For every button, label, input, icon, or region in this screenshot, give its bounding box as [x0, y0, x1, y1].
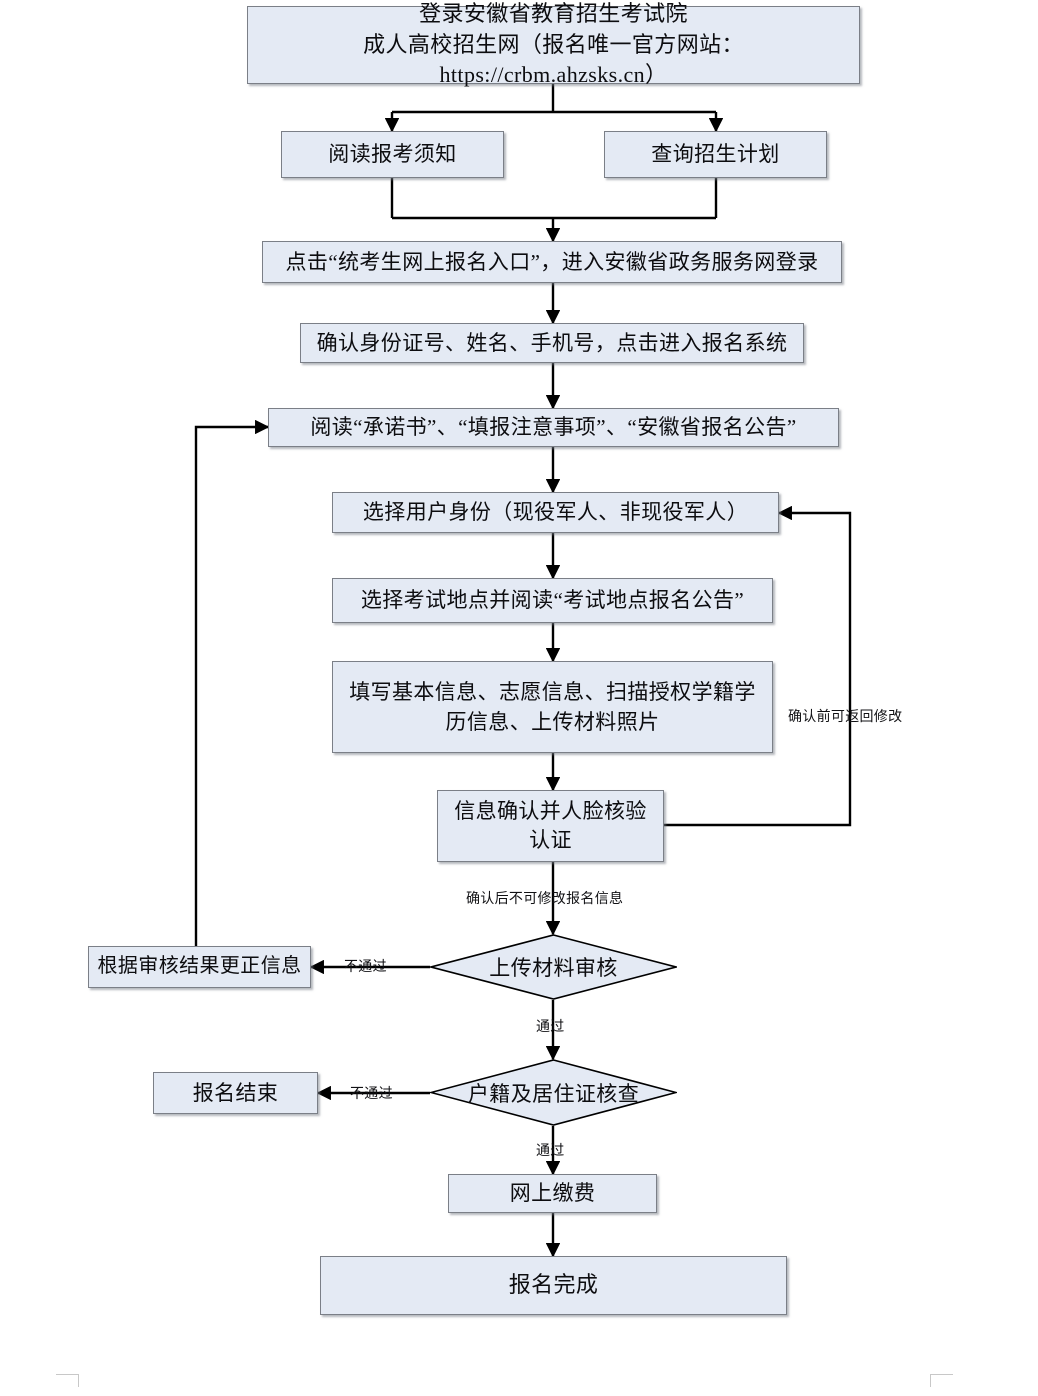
node-login[interactable]: 登录安徽省教育招生考试院 成人高校招生网（报名唯一官方网站：https://cr… [247, 1, 860, 87]
node-click-entry[interactable]: 点击“统考生网上报名入口”，进入安徽省政务服务网登录 [262, 241, 842, 283]
node-confirm-identity[interactable]: 确认身份证号、姓名、手机号，点击进入报名系统 [300, 323, 804, 363]
node-material-review[interactable]: 上传材料审核 [430, 934, 677, 1000]
edge-correct-info-loop [194, 419, 270, 946]
node-fill-info[interactable]: 填写基本信息、志愿信息、扫描授权学籍学历信息、上传材料照片 [332, 661, 773, 753]
crop-mark-bottom-left [56, 1374, 79, 1387]
edge-label-material-review-fail: 不通过 [344, 960, 387, 975]
node-correct-info[interactable]: 根据审核结果更正信息 [88, 946, 311, 988]
node-confirm-face[interactable]: 信息确认并人脸核验认证 [437, 790, 664, 862]
node-online-payment[interactable]: 网上缴费 [448, 1174, 657, 1213]
node-select-exam-site[interactable]: 选择考试地点并阅读“考试地点报名公告” [332, 578, 773, 623]
node-read-commitment[interactable]: 阅读“承诺书”、“填报注意事项”、“安徽省报名公告” [268, 408, 839, 447]
edge-label-residence-check-fail: 不通过 [350, 1087, 393, 1102]
node-residence-check[interactable]: 户籍及居住证核查 [430, 1059, 677, 1126]
node-read-notice[interactable]: 阅读报考须知 [281, 131, 504, 178]
edge-label-no-edit-after-confirm: 确认后不可修改报名信息 [466, 892, 624, 907]
crop-mark-bottom-right [930, 1374, 953, 1387]
edge-label-material-review-pass: 通过 [536, 1020, 565, 1035]
node-select-user-type[interactable]: 选择用户身份（现役军人、非现役军人） [332, 492, 779, 533]
edge-label-return-before-confirm: 确认前可返回修改 [788, 710, 903, 725]
node-query-plan[interactable]: 查询招生计划 [604, 131, 827, 178]
node-registration-complete[interactable]: 报名完成 [320, 1256, 787, 1315]
edge-label-residence-check-pass: 通过 [536, 1144, 565, 1159]
node-registration-end[interactable]: 报名结束 [153, 1072, 318, 1114]
